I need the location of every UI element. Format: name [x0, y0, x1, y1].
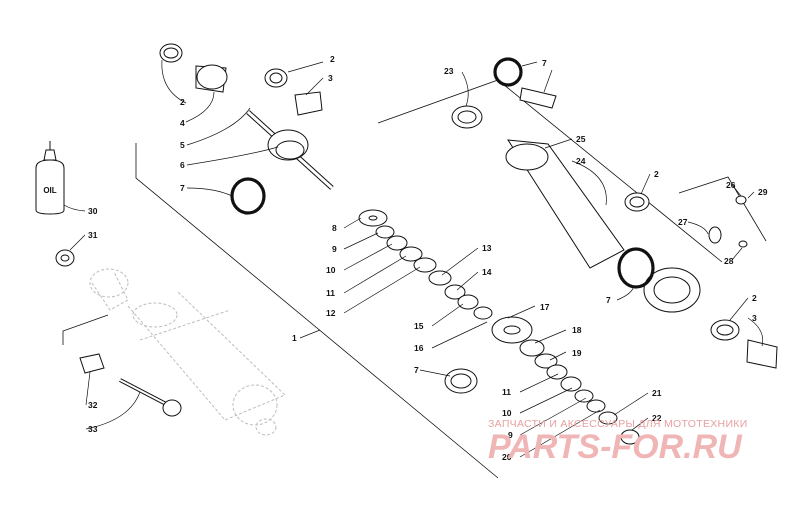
- callout-2: 2: [330, 54, 335, 64]
- callout-29: 29: [758, 187, 768, 197]
- callout-26: 26: [726, 180, 736, 190]
- callout-24: 24: [576, 156, 586, 166]
- callout-4: 4: [180, 118, 185, 128]
- callout-17: 17: [540, 302, 550, 312]
- callout-1: 1: [292, 333, 297, 343]
- callout-11: 11: [502, 387, 511, 397]
- callout-3: 3: [752, 313, 757, 323]
- callout-15: 15: [414, 321, 424, 331]
- callout-22: 22: [652, 413, 662, 423]
- callout-19: 19: [572, 348, 582, 358]
- callout-13: 13: [482, 243, 492, 253]
- watermark-brand: PARTS-FOR.RU: [488, 428, 742, 466]
- callout-27: 27: [678, 217, 688, 227]
- reservoir-group: [451, 87, 778, 369]
- oil-label: OIL: [43, 186, 56, 195]
- callout-7: 7: [414, 365, 419, 375]
- leader-lines: [63, 59, 764, 458]
- callout-31: 31: [88, 230, 98, 240]
- oil-bottle: OIL: [35, 141, 65, 215]
- callout-33: 33: [88, 424, 98, 434]
- callout-8: 8: [332, 223, 337, 233]
- callout-20: 20: [502, 452, 512, 462]
- callout-9: 9: [332, 244, 337, 254]
- callout-23: 23: [444, 66, 454, 76]
- callout-16: 16: [414, 343, 424, 353]
- callout-11: 11: [326, 288, 335, 298]
- lower-hardware: [55, 249, 182, 417]
- watermark-tagline: ЗАПЧАСТИ И АКСЕССУАРЫ ДЛЯ МОТОТЕХНИКИ: [488, 418, 748, 430]
- callout-25: 25: [576, 134, 586, 144]
- callout-12: 12: [326, 308, 336, 318]
- callout-7: 7: [606, 295, 611, 305]
- callout-7: 7: [180, 183, 185, 193]
- callout-21: 21: [652, 388, 662, 398]
- callout-5: 5: [180, 140, 185, 150]
- upper-shaft-group: [159, 43, 334, 190]
- callout-numbers: 2 3 2 4 5 6 7 8 9 10 11 12 13 14 15 16 1…: [88, 54, 768, 462]
- callout-7: 7: [542, 58, 547, 68]
- callout-9: 9: [508, 430, 513, 440]
- callout-2: 2: [654, 169, 659, 179]
- callout-14: 14: [482, 267, 492, 277]
- callout-28: 28: [724, 256, 734, 266]
- callout-32: 32: [88, 400, 98, 410]
- callout-2: 2: [752, 293, 757, 303]
- callout-10: 10: [502, 408, 512, 418]
- callout-2: 2: [180, 97, 185, 107]
- callout-3: 3: [328, 73, 333, 83]
- callout-30: 30: [88, 206, 98, 216]
- callout-18: 18: [572, 325, 582, 335]
- callout-6: 6: [180, 160, 185, 170]
- valve-stack: [358, 209, 640, 445]
- shock-body-faded: [89, 268, 286, 436]
- callout-10: 10: [326, 265, 336, 275]
